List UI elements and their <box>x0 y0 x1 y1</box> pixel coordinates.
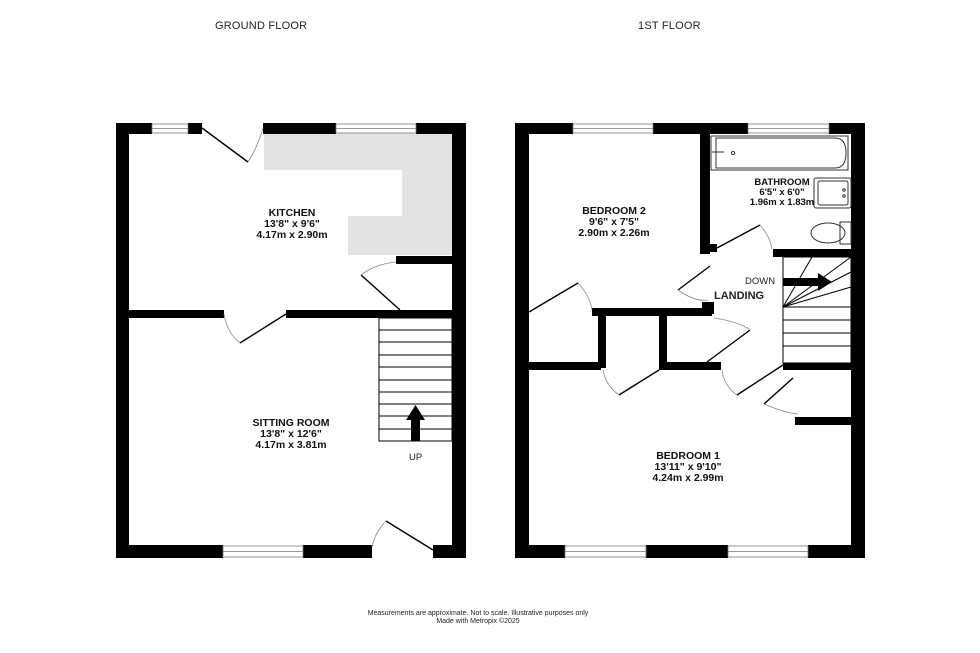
ground-floor-title: GROUND FLOOR <box>215 20 308 32</box>
room-label-landing: LANDING <box>714 290 765 302</box>
room-dimensions-imperial: 13'11" x 9'10" <box>654 461 722 473</box>
room-dimensions-metric: 4.24m x 2.99m <box>652 472 724 484</box>
stairs-up-label: UP <box>409 452 423 463</box>
room-dimensions-metric: 4.17m x 3.81m <box>255 439 327 451</box>
kitchen-counter <box>264 133 452 255</box>
wall-west <box>116 123 129 558</box>
room-name: BEDROOM 1 <box>656 450 720 462</box>
first-floor-plan <box>515 123 865 558</box>
credit-text: Made with Metropix ©2025 <box>436 618 520 625</box>
sink-icon <box>813 177 852 209</box>
room-dimensions-imperial: 9'6" x 7'5" <box>589 216 639 228</box>
room-dimensions-imperial: 6'5" x 6'0" <box>759 187 805 198</box>
door <box>763 377 794 405</box>
front-door <box>385 520 434 551</box>
door <box>201 127 249 163</box>
toilet-icon <box>810 221 852 245</box>
wall-east <box>452 123 466 558</box>
room-dimensions-metric: 1.96m x 1.83m <box>749 197 815 208</box>
door <box>706 329 751 363</box>
ground-floor-plan <box>116 123 466 558</box>
door <box>360 274 401 311</box>
wall-west <box>515 123 529 558</box>
room-name: BEDROOM 2 <box>582 205 646 217</box>
arrow-up-icon <box>406 405 425 441</box>
door <box>528 282 579 313</box>
window <box>572 123 830 134</box>
room-name: KITCHEN <box>268 207 316 219</box>
room-name: BATHROOM <box>754 177 810 188</box>
room-dimensions-metric: 4.17m x 2.90m <box>256 229 328 241</box>
first-floor-title: 1ST FLOOR <box>638 20 701 32</box>
disclaimer-text: Measurements are approximate. Not to sca… <box>367 610 589 617</box>
room-label-bathroom: BATHROOM 6'5" x 6'0" 1.96m x 1.83m <box>750 178 814 208</box>
door <box>618 369 660 396</box>
room-label-sitting-room: SITTING ROOM 13'8" x 12'6" 4.17m x 3.81m <box>253 418 330 451</box>
door <box>677 265 711 291</box>
door <box>716 224 761 249</box>
room-dimensions-imperial: 13'8" x 12'6" <box>260 428 322 440</box>
door <box>736 364 784 396</box>
room-label-kitchen: KITCHEN 13'8" x 9'6" 4.17m x 2.90m <box>256 208 327 241</box>
window <box>151 123 417 134</box>
door <box>239 313 287 344</box>
window <box>564 545 809 558</box>
wall-east <box>851 123 865 558</box>
arrow-right-icon <box>783 273 832 291</box>
bathtub-icon <box>710 135 849 171</box>
window <box>222 545 304 558</box>
stairs-down-label: DOWN <box>745 276 776 287</box>
footer: Measurements are approximate. Not to sca… <box>0 610 956 626</box>
room-dimensions-imperial: 13'8" x 9'6" <box>264 218 320 230</box>
room-label-bedroom-2: BEDROOM 2 9'6" x 7'5" 2.90m x 2.26m <box>578 206 649 239</box>
room-name: SITTING ROOM <box>252 417 330 429</box>
staircase-down <box>782 256 852 364</box>
room-label-bedroom-1: BEDROOM 1 13'11" x 9'10" 4.24m x 2.99m <box>652 451 723 484</box>
room-dimensions-metric: 2.90m x 2.26m <box>578 227 650 239</box>
